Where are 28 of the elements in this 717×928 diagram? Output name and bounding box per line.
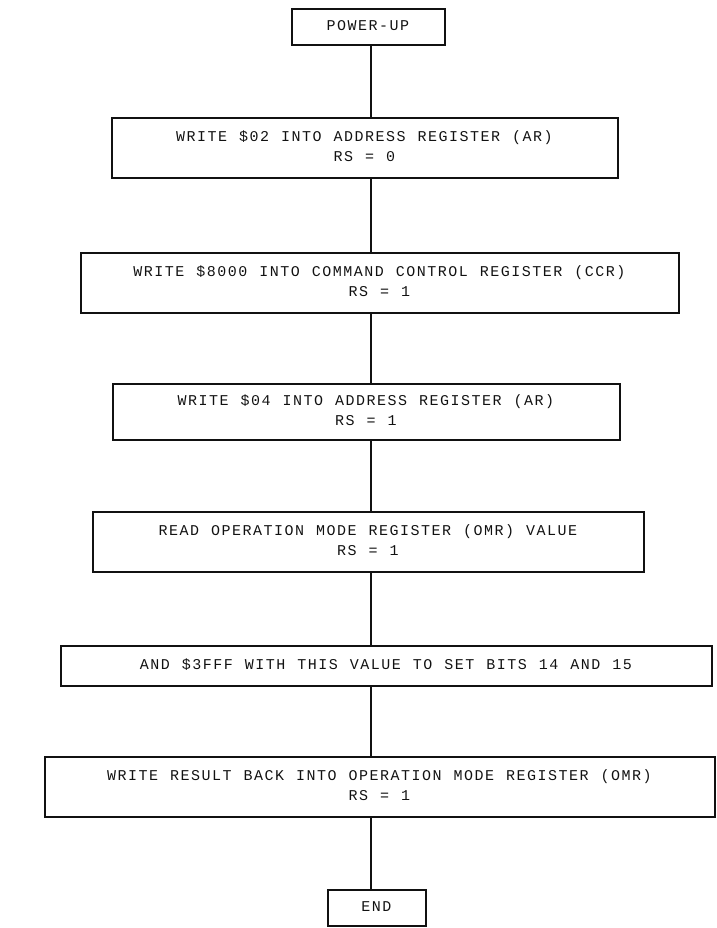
flow-line bbox=[370, 573, 372, 645]
process-box bbox=[80, 252, 680, 314]
process-box bbox=[92, 511, 645, 573]
step-text: WRITE RESULT BACK INTO OPERATION MODE REGISTER (OMR) bbox=[106, 767, 654, 787]
terminal-box bbox=[291, 8, 446, 46]
process-box bbox=[60, 645, 713, 687]
process-box bbox=[112, 383, 621, 441]
process-box bbox=[44, 756, 716, 818]
flow-line bbox=[370, 179, 372, 252]
flow-line bbox=[370, 687, 372, 756]
register-select-text: RS = 1 bbox=[334, 412, 398, 432]
register-select-text: RS = 1 bbox=[348, 787, 412, 807]
step-text: END bbox=[361, 898, 393, 918]
step-text: WRITE $04 INTO ADDRESS REGISTER (AR) bbox=[177, 392, 556, 412]
step-text: AND $3FFF WITH THIS VALUE TO SET BITS 14 AND 15 bbox=[140, 656, 634, 676]
step-text: POWER-UP bbox=[326, 17, 410, 37]
register-select-text: RS = 0 bbox=[333, 148, 396, 168]
flow-line bbox=[370, 441, 372, 511]
flow-line bbox=[370, 314, 372, 383]
register-select-text: RS = 1 bbox=[348, 283, 412, 303]
flow-line bbox=[370, 818, 372, 889]
terminal-box bbox=[327, 889, 427, 927]
process-box bbox=[111, 117, 619, 179]
step-text: WRITE $8000 INTO COMMAND CONTROL REGISTER (CCR) bbox=[133, 263, 627, 283]
step-text: WRITE $02 INTO ADDRESS REGISTER (AR) bbox=[176, 128, 554, 148]
step-text: READ OPERATION MODE REGISTER (OMR) VALUE bbox=[158, 522, 579, 542]
register-select-text: RS = 1 bbox=[336, 542, 400, 562]
flow-line bbox=[370, 46, 372, 117]
